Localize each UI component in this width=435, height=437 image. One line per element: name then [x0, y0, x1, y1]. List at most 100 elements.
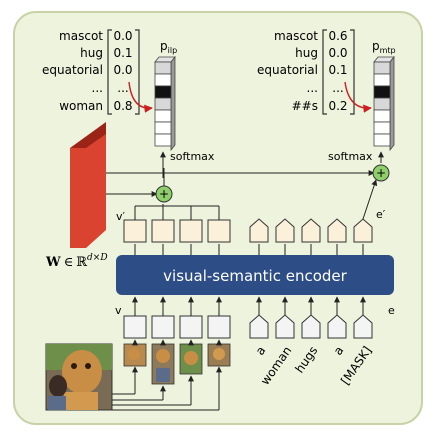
- left-prob-cell-6: [154, 121, 172, 135]
- v-box-1: [123, 315, 147, 339]
- left-prob-cell-1: [154, 61, 172, 75]
- e-token-4: [327, 314, 347, 339]
- right-plus-node: +: [372, 164, 390, 182]
- e-token-1: [249, 314, 269, 339]
- right-stack-side: [389, 55, 395, 152]
- right-value-1: 0.6: [328, 29, 347, 43]
- left-bracket-close: [135, 29, 140, 115]
- left-highlight-arrow: [128, 81, 153, 113]
- e-prime-token-1: [249, 218, 269, 243]
- v-prime-box-3: [179, 219, 203, 243]
- right-plus-circle: [372, 164, 390, 182]
- e-input-connectors: [256, 296, 366, 315]
- photo-mascot-body: [64, 392, 98, 410]
- patch-3-detail: [184, 351, 198, 365]
- e-label: e: [388, 304, 395, 317]
- left-stack-side: [170, 55, 176, 152]
- patch-4-detail: [213, 348, 225, 360]
- photo-mascot-head: [62, 350, 102, 394]
- right-word-2: hug: [295, 46, 318, 60]
- photo-mascot-eye-right: [85, 363, 91, 369]
- right-word-probabilities: mascot hug equatorial ... ##s 0.6 0.0 0.…: [257, 29, 355, 115]
- left-prob-cell-5: [154, 109, 172, 123]
- right-value-5: 0.2: [328, 99, 347, 113]
- right-value-2: 0.0: [328, 46, 347, 60]
- e-prime-token-3: [301, 218, 321, 243]
- e-token-5: [353, 314, 373, 339]
- right-softmax-label: softmax: [328, 150, 373, 163]
- e-prime-output: [249, 218, 373, 243]
- image-patch-icon: [123, 343, 231, 385]
- right-bracket-open: [322, 29, 327, 115]
- left-prob-label: pilp: [160, 39, 177, 55]
- right-prob-cell-3: [373, 85, 391, 99]
- e-prime-to-plus-arrow: [362, 179, 378, 220]
- matrix-label: W∈ℝd×D: [45, 253, 108, 270]
- encoder-label: visual-semantic encoder: [163, 267, 347, 285]
- right-prob-cell-6: [373, 121, 391, 135]
- left-value-5: 0.8: [113, 99, 132, 113]
- patch-1-detail: [128, 348, 140, 360]
- right-word-4: ...: [307, 81, 318, 95]
- e-prime-label: e′: [376, 208, 386, 221]
- right-prob-cell-5: [373, 109, 391, 123]
- photo-icon: [45, 343, 113, 411]
- e-prime-token-2: [275, 218, 295, 243]
- right-prob-cell-2: [373, 73, 391, 87]
- photo-to-patch-connectors: [112, 339, 222, 411]
- left-word-1: mascot: [59, 29, 103, 43]
- left-plus-symbol: +: [159, 187, 169, 201]
- v-prime-label: v′: [116, 210, 126, 223]
- v-prime-box-2: [151, 219, 175, 243]
- v-label: v: [115, 304, 122, 317]
- right-prob-label: pmtp: [372, 39, 396, 55]
- v-box-2: [151, 315, 175, 339]
- photo-woman-head: [49, 375, 67, 397]
- left-plus-node: +: [155, 185, 173, 203]
- background-panel: [13, 11, 423, 425]
- patch-2-body: [156, 368, 170, 382]
- e-prime-token-4: [327, 218, 347, 243]
- left-prob-cell-7: [154, 133, 172, 147]
- v-prime-output: [123, 219, 231, 243]
- left-prob-cell-4: [154, 97, 172, 111]
- right-word-5: ##s: [292, 99, 318, 113]
- patch-2-detail: [156, 349, 170, 363]
- right-value-4: ...: [332, 81, 343, 95]
- right-prob-cell-7: [373, 133, 391, 147]
- left-softmax-label: softmax: [170, 150, 215, 163]
- e-input: [249, 314, 373, 339]
- left-prob-stack: [154, 55, 176, 152]
- photo-woman-body: [48, 396, 66, 410]
- left-value-4: ...: [117, 81, 128, 95]
- right-highlight-arrow: [344, 81, 372, 113]
- left-value-2: 0.1: [113, 46, 132, 60]
- right-plus-symbol: +: [376, 166, 386, 180]
- e-token-3: [301, 314, 321, 339]
- left-prob-cell-3: [154, 85, 172, 99]
- v-box-3: [179, 315, 203, 339]
- right-prob-stack: [373, 55, 395, 152]
- right-word-3: equatorial: [257, 63, 318, 77]
- right-value-3: 0.1: [328, 63, 347, 77]
- right-prob-cell-4: [373, 97, 391, 111]
- left-value-1: 0.0: [113, 29, 132, 43]
- matrix-front-face: [70, 148, 86, 248]
- weight-matrix: [70, 122, 106, 248]
- left-word-probabilities: mascot hug equatorial ... woman 0.0 0.1 …: [42, 29, 140, 115]
- left-word-2: hug: [80, 46, 103, 60]
- matrix-face: [86, 134, 106, 248]
- v-prime-box-1: [123, 219, 147, 243]
- right-bracket-close: [350, 29, 355, 115]
- right-word-1: mascot: [274, 29, 318, 43]
- encoder-output-connectors: [134, 244, 364, 255]
- left-value-3: 0.0: [113, 63, 132, 77]
- v-input: [123, 315, 231, 339]
- photo-mascot-eye-left: [71, 363, 77, 369]
- e-token-2: [275, 314, 295, 339]
- v-input-connectors: [132, 296, 222, 316]
- left-word-3: equatorial: [42, 63, 103, 77]
- visual-semantic-encoder: [116, 255, 394, 295]
- left-word-4: ...: [92, 81, 103, 95]
- e-prime-token-5: [353, 218, 373, 243]
